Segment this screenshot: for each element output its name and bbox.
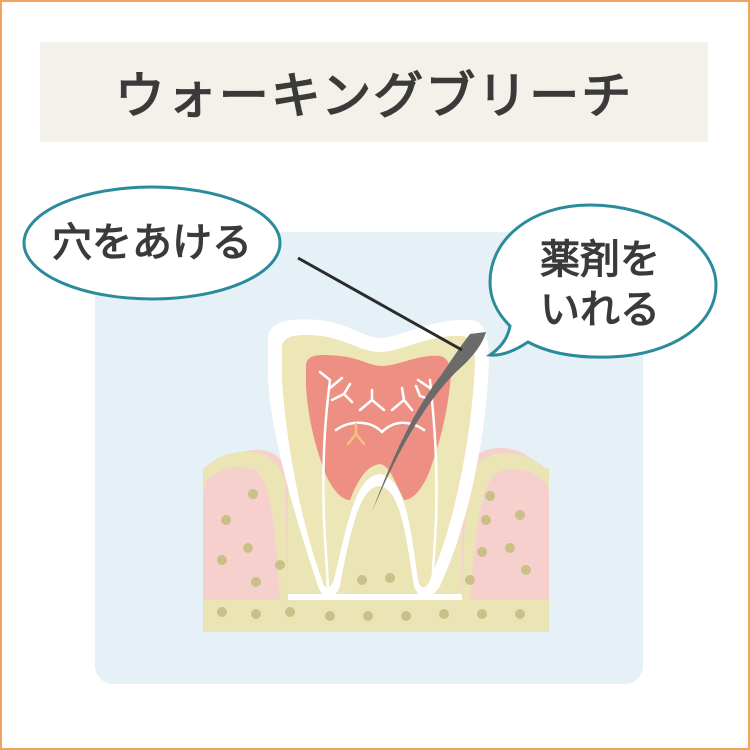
nerves [318, 370, 438, 594]
page-title: ウォーキングブリーチ [114, 67, 634, 125]
bone-dots [217, 489, 531, 621]
callout-bubble-left [22, 185, 282, 301]
callout-right-line2: いれる [540, 287, 660, 333]
callout-right-line1: 薬剤を [540, 237, 660, 283]
instrument-needle [372, 332, 486, 512]
callout-pointer-line [297, 256, 463, 352]
callout-left-text: 穴をあける [52, 220, 252, 266]
title-box: ウォーキングブリーチ [40, 42, 708, 142]
callout-bubble-right [485, 203, 718, 359]
nerves-highlight [346, 422, 366, 446]
